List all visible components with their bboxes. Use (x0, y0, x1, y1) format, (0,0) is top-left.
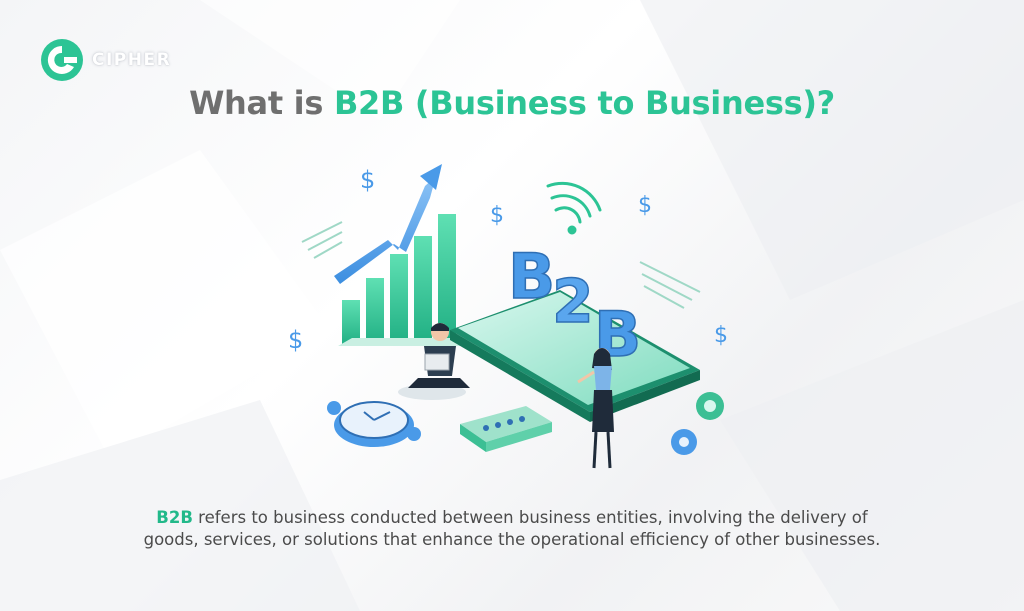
description-text: refers to business conducted between bus… (192, 508, 868, 527)
person-standing (577, 348, 614, 469)
dollar-icon: $ (490, 203, 504, 228)
brand-name: CIPHER (92, 50, 172, 70)
chat-bubble-icon (460, 406, 552, 452)
description-highlight: B2B (156, 508, 193, 527)
dollar-icon: $ (288, 326, 303, 354)
b2b-description: B2B refers to business conducted between… (0, 507, 1024, 551)
growth-arrow-icon (334, 176, 436, 284)
arrow-head (420, 164, 442, 190)
dollar-icon: $ (360, 166, 375, 194)
wifi-icon (546, 181, 602, 235)
page-title: What is B2B (Business to Business)? (0, 84, 1024, 122)
block-letter: 2 (552, 267, 594, 337)
b2b-illustration: $ $ $ $ $ (288, 164, 728, 469)
growth-bar-chart (338, 214, 476, 346)
brand-logo[interactable]: CIPHER (40, 38, 171, 82)
title-prefix: What is (189, 84, 334, 122)
motion-lines (301, 221, 701, 309)
dollar-icon: $ (638, 193, 652, 218)
smartphone-platform (450, 290, 700, 422)
cipher-logo-icon (41, 39, 83, 81)
block-letter: B (508, 240, 555, 313)
alarm-clock-icon (327, 401, 421, 447)
person-with-laptop (398, 323, 470, 400)
gear-icon (671, 392, 724, 455)
b2b-letter-blocks: B 2 B (507, 239, 642, 372)
dollar-icon: $ (714, 323, 728, 348)
title-highlight: B2B (Business to Business)? (333, 84, 835, 122)
description-line-1: B2B refers to business conducted between… (0, 507, 1024, 529)
description-line-2: goods, services, or solutions that enhan… (143, 530, 881, 549)
